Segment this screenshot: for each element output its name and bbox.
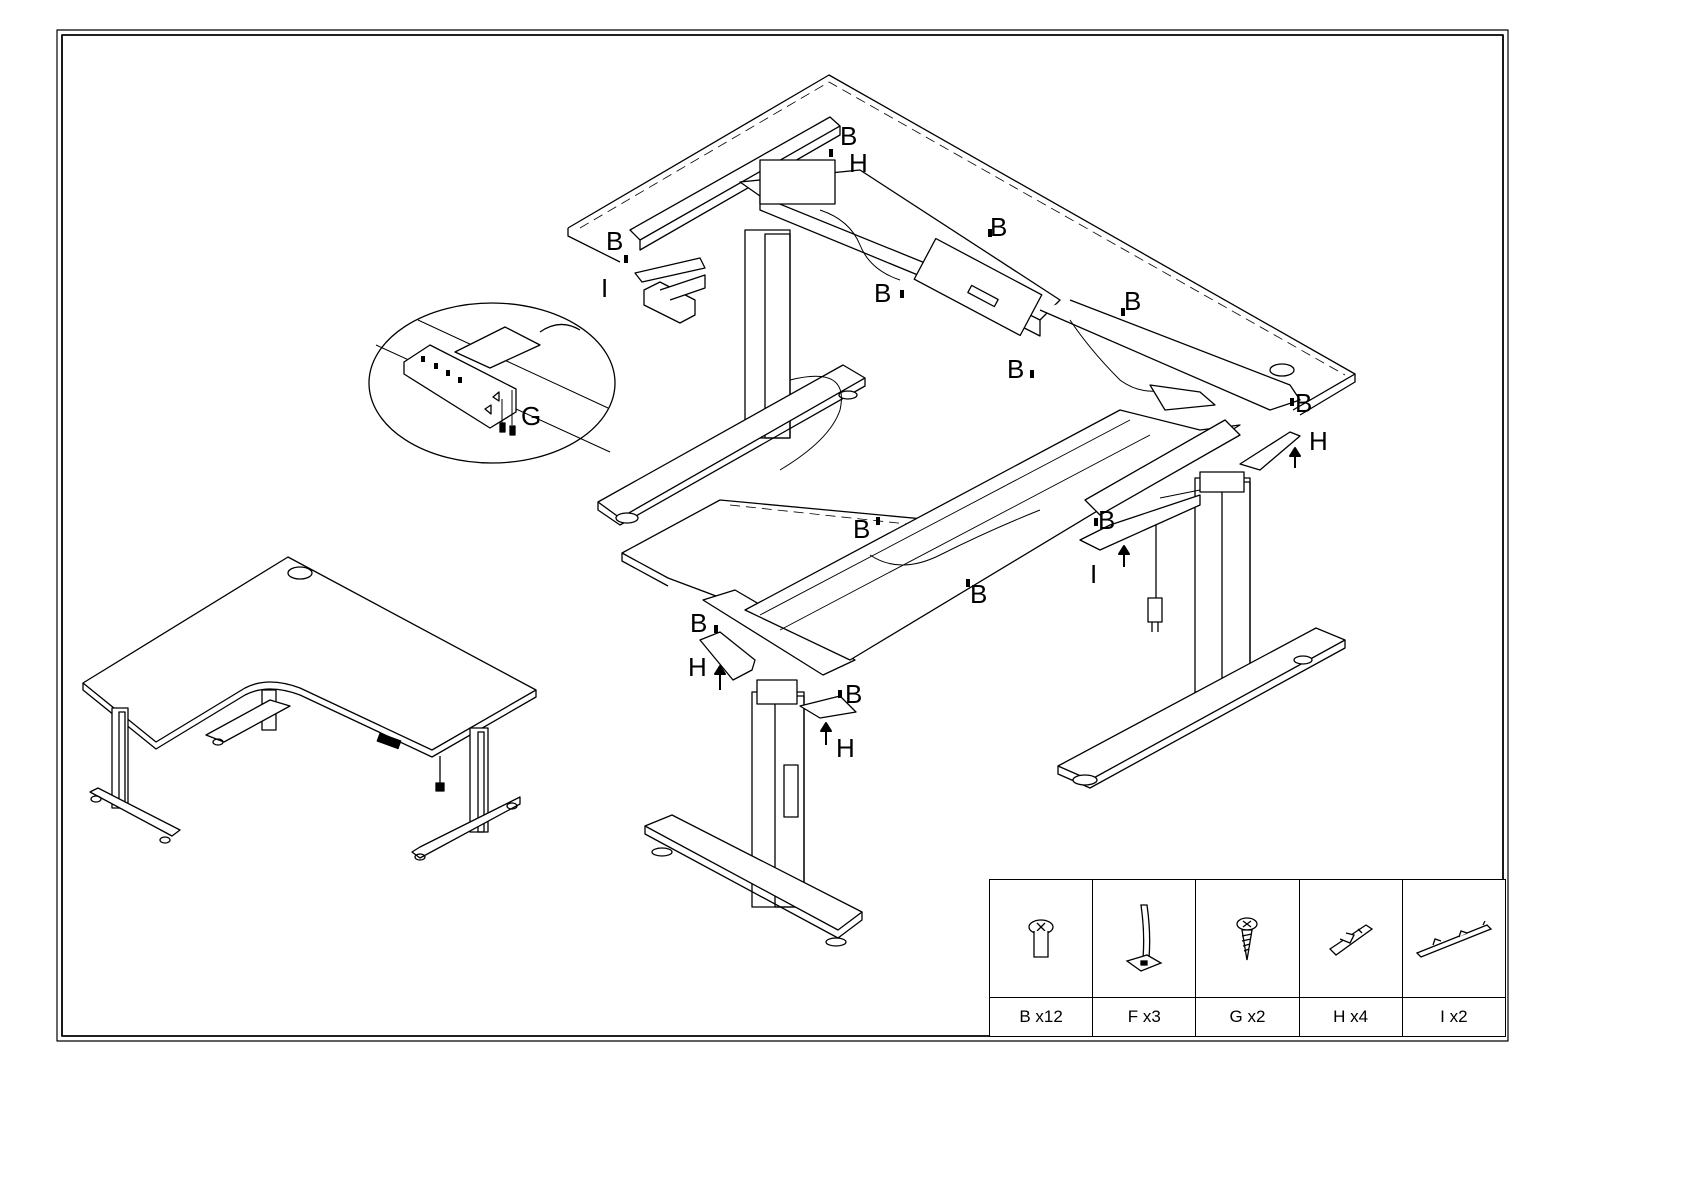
callout-b: B (853, 514, 870, 544)
callout-h: H (836, 733, 855, 763)
parts-list-table: B x12 F x3 G x2 H x4 I x2 (989, 879, 1506, 1037)
callout-h: H (1309, 426, 1328, 456)
callout-b: B (874, 278, 891, 308)
part-label: G x2 (1196, 998, 1299, 1037)
callout-g: G (521, 401, 541, 431)
cable-tie-mount-icon (1123, 903, 1165, 975)
part-label: I x2 (1402, 998, 1505, 1037)
preview-desk (83, 557, 536, 860)
bracket-clip-icon (1326, 919, 1376, 959)
callout-b: B (1098, 505, 1115, 535)
part-cell (1093, 880, 1196, 998)
callout-b: B (845, 679, 862, 709)
part-label: F x3 (1093, 998, 1196, 1037)
wood-screw-icon (1235, 916, 1259, 962)
part-label: B x12 (990, 998, 1093, 1037)
part-cell (1196, 880, 1299, 998)
flange-screw-icon (1026, 917, 1056, 961)
part-cell (1299, 880, 1402, 998)
callout-i: I (601, 273, 608, 303)
part-cell (990, 880, 1093, 998)
part-label: H x4 (1299, 998, 1402, 1037)
callout-b: B (606, 226, 623, 256)
callout-b: B (840, 121, 857, 151)
callout-b: B (970, 579, 987, 609)
callout-b: B (990, 212, 1007, 242)
part-cell (1402, 880, 1505, 998)
callout-b: B (1295, 388, 1312, 418)
front-leg (645, 680, 862, 946)
callout-h: H (849, 148, 868, 178)
callout-b: B (1007, 354, 1024, 384)
callout-b: B (690, 608, 707, 638)
callout-i: I (1090, 559, 1097, 589)
callout-h: H (688, 652, 707, 682)
cable-tray-rail-icon (1413, 919, 1495, 959)
callout-b: B (1124, 286, 1141, 316)
main-desk-assembly (568, 75, 1355, 946)
keypad-detail-callout (369, 303, 615, 463)
